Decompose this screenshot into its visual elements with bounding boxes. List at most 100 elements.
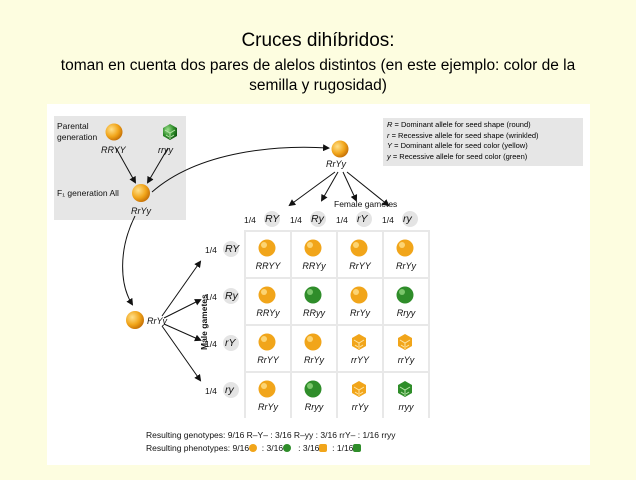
round-yellow-seed-icon (257, 332, 277, 357)
cell-genotype: RRyy (303, 308, 325, 318)
cell-genotype: Rryy (396, 308, 416, 318)
yellow-wrinkled-icon (319, 444, 328, 452)
gamete-badge (223, 288, 239, 304)
round-yellow-seed-icon (349, 238, 369, 263)
male-gamete-fraction: 1/4 (205, 292, 217, 302)
gamete-badge (223, 382, 239, 398)
gamete-badge (223, 241, 239, 257)
cell-genotype: rrYy (351, 402, 369, 412)
round-yellow-seed-icon (257, 379, 277, 404)
punnett-cell: RrYy (338, 279, 382, 324)
gamete-badge (402, 211, 418, 227)
wrinkled-green-seed-icon (395, 379, 415, 404)
resulting-phenotypes: Resulting phenotypes: 9/16 : 3/16 : 3/16… (146, 443, 362, 453)
cell-genotype: rryy (398, 402, 414, 412)
legend-item: R = Dominant allele for seed shape (roun… (387, 120, 531, 129)
round-yellow-seed-icon (303, 238, 323, 263)
legend-item: y = Recessive allele for seed color (gre… (387, 151, 528, 161)
gamete-badge (356, 211, 372, 227)
gamete-badge (310, 211, 326, 227)
cell-genotype: RrYy (304, 355, 324, 365)
cell-genotype: RrYY (257, 355, 279, 365)
punnett-cell: rrYY (338, 326, 382, 371)
female-parent-genotype: RrYy (326, 159, 346, 169)
seed-round-yellow-icon (126, 311, 144, 329)
arrow (163, 299, 202, 319)
punnett-cell: RRyy (292, 279, 336, 324)
female-gamete: Ry (311, 213, 324, 225)
cell-genotype: rrYY (351, 355, 369, 365)
round-green-seed-icon (395, 285, 415, 310)
round-yellow-seed-icon (257, 238, 277, 263)
cell-genotype: RrYy (350, 308, 370, 318)
female-gamete: ry (403, 213, 412, 225)
female-gamete-fraction: 1/4 (290, 215, 302, 225)
cell-genotype: RRYy (302, 261, 326, 271)
punnett-cell: RrYy (246, 373, 290, 418)
female-gamete: RY (265, 213, 280, 225)
punnett-cell: RRYy (292, 232, 336, 277)
female-gamete-fraction: 1/4 (244, 215, 256, 225)
male-gamete: RY (225, 243, 240, 255)
green-round-icon (283, 444, 292, 452)
punnett-cell: RrYY (246, 326, 290, 371)
male-gamete-fraction: 1/4 (205, 245, 217, 255)
male-gamete-fraction: 1/4 (205, 386, 217, 396)
punnett-cell: RRYy (246, 279, 290, 324)
seed-round-yellow-icon (105, 123, 123, 141)
arrow (115, 147, 136, 184)
punnett-cell: rryy (384, 373, 428, 418)
round-green-seed-icon (303, 379, 323, 404)
female-gamete-fraction: 1/4 (336, 215, 348, 225)
cell-genotype: RrYy (396, 261, 416, 271)
female-gametes-label: Female gametes (334, 199, 398, 209)
punnett-cell: Rryy (292, 373, 336, 418)
wrinkled-yellow-seed-icon (349, 332, 369, 357)
male-parent-genotype: RrYy (147, 316, 167, 326)
punnett-cell: rrYy (384, 326, 428, 371)
allele-legend: R = Dominant allele for seed shape (roun… (383, 118, 583, 166)
cell-genotype: RRYy (256, 308, 280, 318)
round-yellow-seed-icon (257, 285, 277, 310)
parent1-genotype: RRYY (101, 145, 126, 155)
punnett-cell: rrYy (338, 373, 382, 418)
green-wrinkled-icon (353, 444, 362, 452)
round-yellow-seed-icon (395, 238, 415, 263)
arrow (161, 325, 202, 382)
male-gamete-fraction: 1/4 (205, 339, 217, 349)
arrow (161, 260, 202, 317)
parent2-genotype: rryy (158, 145, 173, 155)
punnett-cell: RRYY (246, 232, 290, 277)
cell-genotype: rrYy (397, 355, 415, 365)
arrow (342, 171, 358, 202)
f1-generation-label: F₁ generation All (57, 188, 119, 198)
slide-title: Cruces dihíbridos: (241, 30, 395, 51)
seed-round-yellow-icon (331, 140, 349, 158)
seed-round-yellow-icon (132, 184, 150, 202)
legend-item: r = Recessive allele for seed shape (wri… (387, 130, 539, 140)
yellow-round-icon (249, 444, 258, 452)
female-gamete-fraction: 1/4 (382, 215, 394, 225)
male-gamete: ry (225, 384, 234, 396)
arrow (151, 144, 330, 193)
gamete-badge (264, 211, 280, 227)
gamete-badge (223, 335, 239, 351)
f1-genotype: RrYy (131, 206, 151, 216)
arrow (163, 323, 202, 342)
resulting-genotypes: Resulting genotypes: 9/16 R–Y– : 3/16 R–… (146, 430, 396, 440)
arrow (288, 171, 336, 207)
male-gamete: rY (225, 337, 236, 349)
seed-wrinkled-green-icon (163, 124, 177, 140)
punnett-cell: Rryy (384, 279, 428, 324)
cell-genotype: RrYy (258, 402, 278, 412)
arrow (321, 171, 339, 202)
round-yellow-seed-icon (303, 332, 323, 357)
cell-genotype: RrYY (349, 261, 371, 271)
legend-item: Y = Dominant allele for seed color (yell… (387, 141, 528, 151)
male-gamete: Ry (225, 290, 238, 302)
arrow (346, 171, 390, 207)
cell-genotype: RRYY (255, 261, 281, 271)
punnett-cell: RrYy (292, 326, 336, 371)
punnett-cell: RrYY (338, 232, 382, 277)
